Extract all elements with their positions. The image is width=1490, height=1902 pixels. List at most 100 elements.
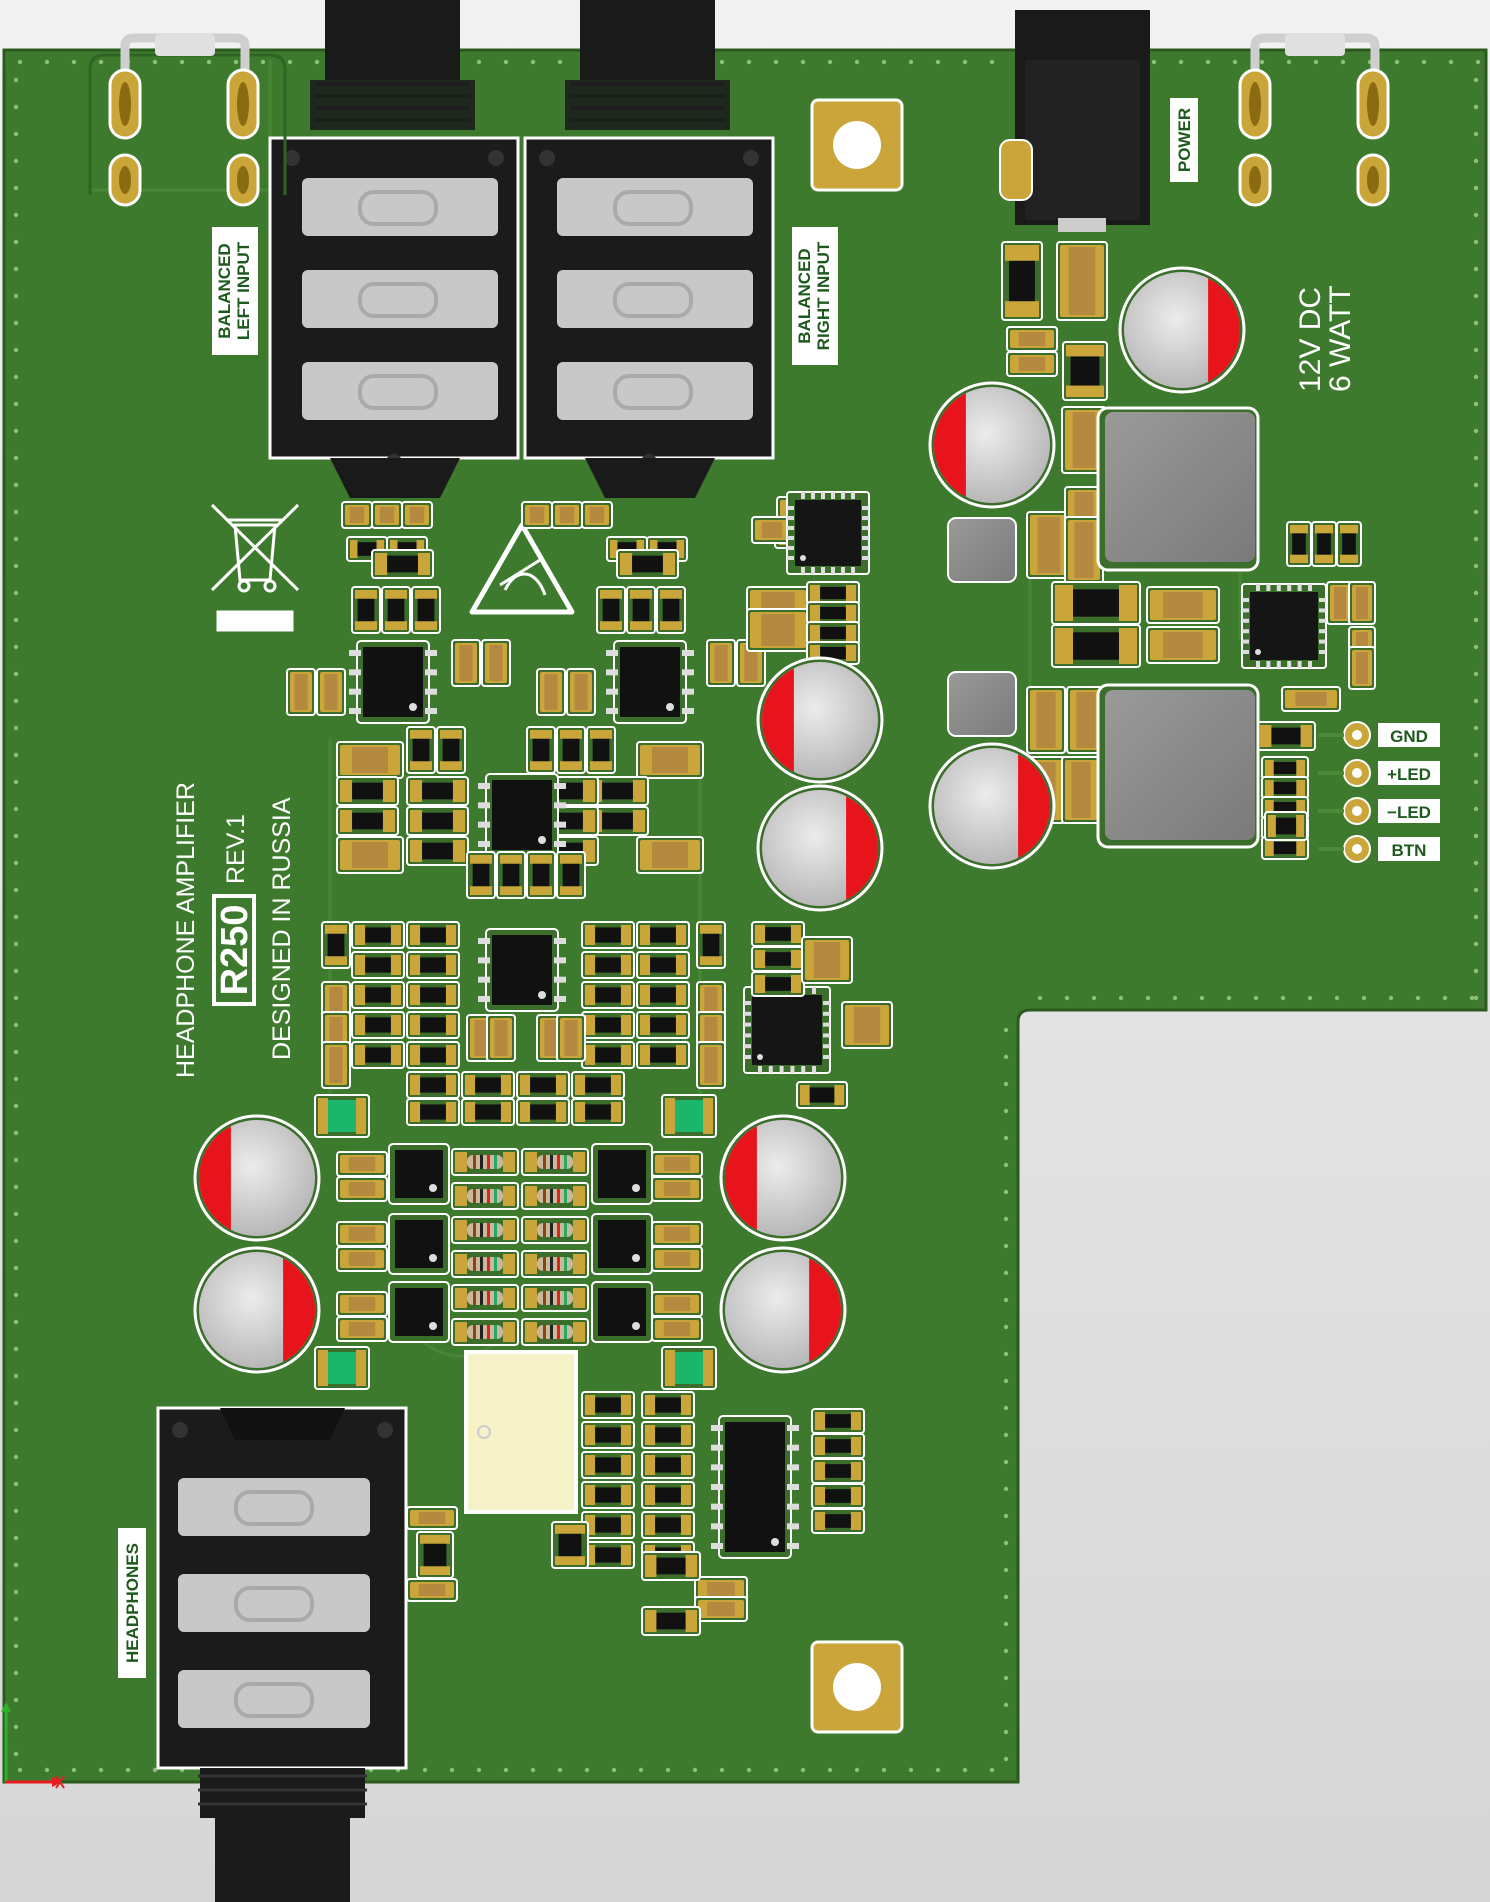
smd-capacitor <box>1061 406 1107 474</box>
smd-resistor <box>586 726 616 774</box>
smd-capacitor <box>636 836 704 874</box>
electrolytic-cap <box>928 381 1056 509</box>
ic-chip <box>591 1281 653 1343</box>
smd-resistor <box>751 971 805 997</box>
smd-resistor <box>351 1041 405 1069</box>
smd-resistor <box>406 726 436 774</box>
smd-capacitor <box>336 1151 388 1177</box>
electrolytic-cap <box>1118 266 1246 394</box>
smd-resistor <box>1261 756 1309 780</box>
smd-resistor <box>556 726 586 774</box>
smd-resistor <box>641 1511 695 1539</box>
smd-resistor-mlf <box>451 1216 519 1244</box>
power-rating-label: 12V DC 6 WATT <box>1294 285 1357 392</box>
smd-capacitor <box>694 1576 748 1602</box>
smd-resistor <box>636 951 690 979</box>
mounting-hole-top <box>810 98 904 192</box>
smd-resistor <box>581 1421 635 1449</box>
smd-resistor <box>596 586 626 634</box>
smd-resistor <box>1051 581 1141 625</box>
smd-resistor-mlf <box>451 1284 519 1312</box>
smd-resistor <box>1001 241 1043 321</box>
smd-capacitor <box>316 668 346 716</box>
svg-text:6 WATT: 6 WATT <box>1324 285 1357 392</box>
smd-resistor-mlf <box>451 1182 519 1210</box>
smd-led <box>661 1094 717 1138</box>
smd-capacitor <box>1061 756 1101 824</box>
smd-capacitor <box>336 1291 388 1317</box>
smd-resistor <box>571 1071 625 1099</box>
electrolytic-capacitors <box>193 266 1246 1374</box>
smd-capacitor <box>801 936 853 984</box>
ic-chip <box>606 640 694 724</box>
smd-capacitor <box>566 668 596 716</box>
smd-capacitor <box>636 741 704 779</box>
smd-resistor <box>406 1071 460 1099</box>
smd-resistor <box>496 851 526 899</box>
smd-resistor <box>586 806 649 836</box>
ic-chip <box>711 1415 799 1559</box>
smd-capacitor <box>406 1578 458 1602</box>
smd-resistor <box>1062 341 1108 401</box>
smd-resistor-mlf <box>451 1318 519 1346</box>
smd-resistor <box>351 951 405 979</box>
headphone-jack <box>156 1406 408 1902</box>
smd-resistor <box>406 836 469 866</box>
smd-capacitor <box>336 1316 388 1342</box>
smd-capacitor <box>336 1246 388 1272</box>
smd-resistor-mlf <box>521 1148 589 1176</box>
smd-resistor <box>571 1098 625 1126</box>
left-input-label: BALANCED LEFT INPUT <box>212 227 258 355</box>
smd-resistor <box>406 806 469 836</box>
smd-capacitor <box>746 608 810 652</box>
smd-capacitor <box>1006 326 1058 352</box>
smd-capacitor <box>1281 686 1341 712</box>
smd-resistor <box>526 726 556 774</box>
smd-resistor <box>551 1521 589 1569</box>
smd-resistor <box>636 1041 690 1069</box>
smd-resistor <box>1336 521 1362 567</box>
smd-resistor <box>411 586 441 634</box>
smd-resistor <box>1261 776 1309 800</box>
left-top-wire-header <box>88 33 287 207</box>
smd-resistor <box>351 921 405 949</box>
smd-resistor <box>461 1098 515 1126</box>
smd-resistor <box>806 621 860 645</box>
smd-resistor <box>616 549 679 579</box>
smd-resistor <box>696 921 726 969</box>
smd-resistor <box>641 1391 695 1419</box>
svg-text:POWER: POWER <box>1175 108 1194 172</box>
origin-label: DESIGNED IN RUSSIA <box>268 797 296 1060</box>
smd-resistor <box>796 1081 848 1109</box>
ic-chip <box>388 1281 450 1343</box>
connector-pin: −LED <box>1318 797 1440 825</box>
ic-chip <box>478 928 566 1012</box>
svg-text:DESIGNED IN RUSSIA: DESIGNED IN RUSSIA <box>268 797 296 1060</box>
smd-resistor-mlf <box>521 1318 589 1346</box>
electrolytic-cap <box>193 1246 321 1374</box>
smd-resistor <box>381 586 411 634</box>
smd-resistor <box>811 1483 865 1509</box>
smd-resistor <box>626 586 656 634</box>
electrolytic-cap <box>928 742 1056 870</box>
smd-capacitor <box>1056 241 1108 321</box>
svg-text:R250: R250 <box>214 905 256 996</box>
smd-led <box>314 1094 370 1138</box>
smd-capacitor <box>536 668 566 716</box>
power-choke-small <box>947 517 1017 583</box>
smd-resistor <box>1051 624 1141 668</box>
smd-resistor <box>636 1011 690 1039</box>
smd-resistor <box>581 1041 635 1069</box>
weee-bin-icon <box>210 503 300 632</box>
smd-resistor <box>336 806 399 836</box>
smd-led <box>314 1346 370 1390</box>
smd-resistor <box>1286 521 1312 567</box>
smd-resistor <box>1264 811 1308 841</box>
smd-capacitor <box>651 1316 703 1342</box>
smd-resistor <box>321 921 351 969</box>
connector-pin: BTN <box>1318 835 1440 863</box>
left-input-jack <box>268 0 520 498</box>
